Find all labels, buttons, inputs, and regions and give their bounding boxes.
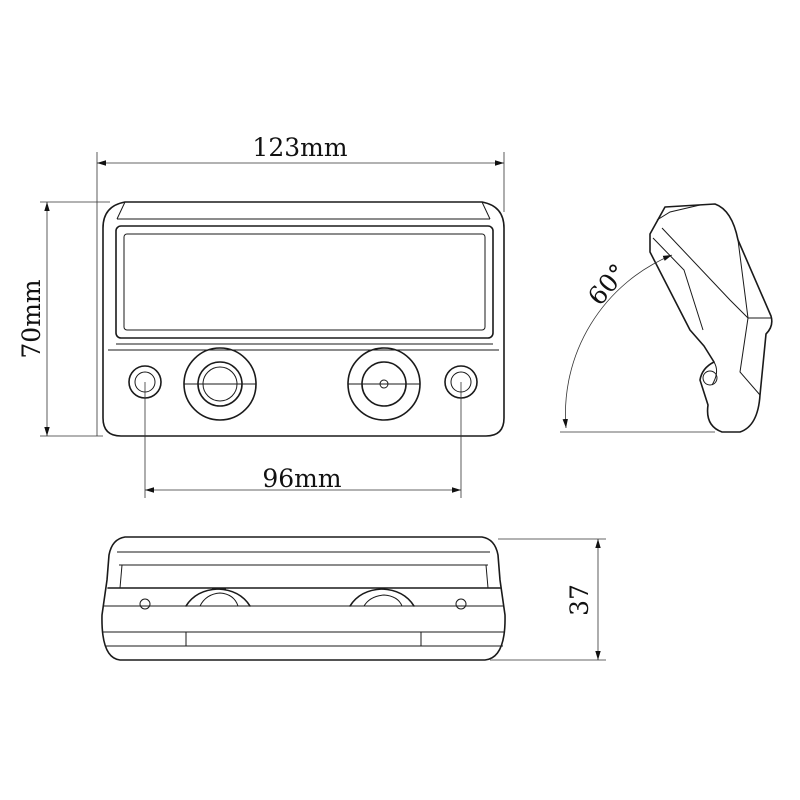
sensor-boss [347,347,421,421]
bottom-view [101,536,506,661]
front-view [102,201,505,437]
dimension-angle: 60° [560,254,715,433]
dimension-label-width: 123mm [252,133,347,162]
dimension-height: 70mm [17,201,110,437]
dimension-depth: 37 [490,538,606,661]
dimension-label-spacing: 96mm [262,464,342,493]
side-view [649,203,773,433]
bottom-boss-left [185,588,251,607]
dimension-label-height: 70mm [17,279,46,359]
dimension-label-depth: 37 [565,584,594,616]
dimension-mount-spacing: 96mm [144,382,462,498]
dimension-label-angle: 60° [582,258,633,311]
dimension-width: 123mm [96,133,505,436]
bottom-boss-right [349,588,415,607]
switch-boss [183,347,257,421]
